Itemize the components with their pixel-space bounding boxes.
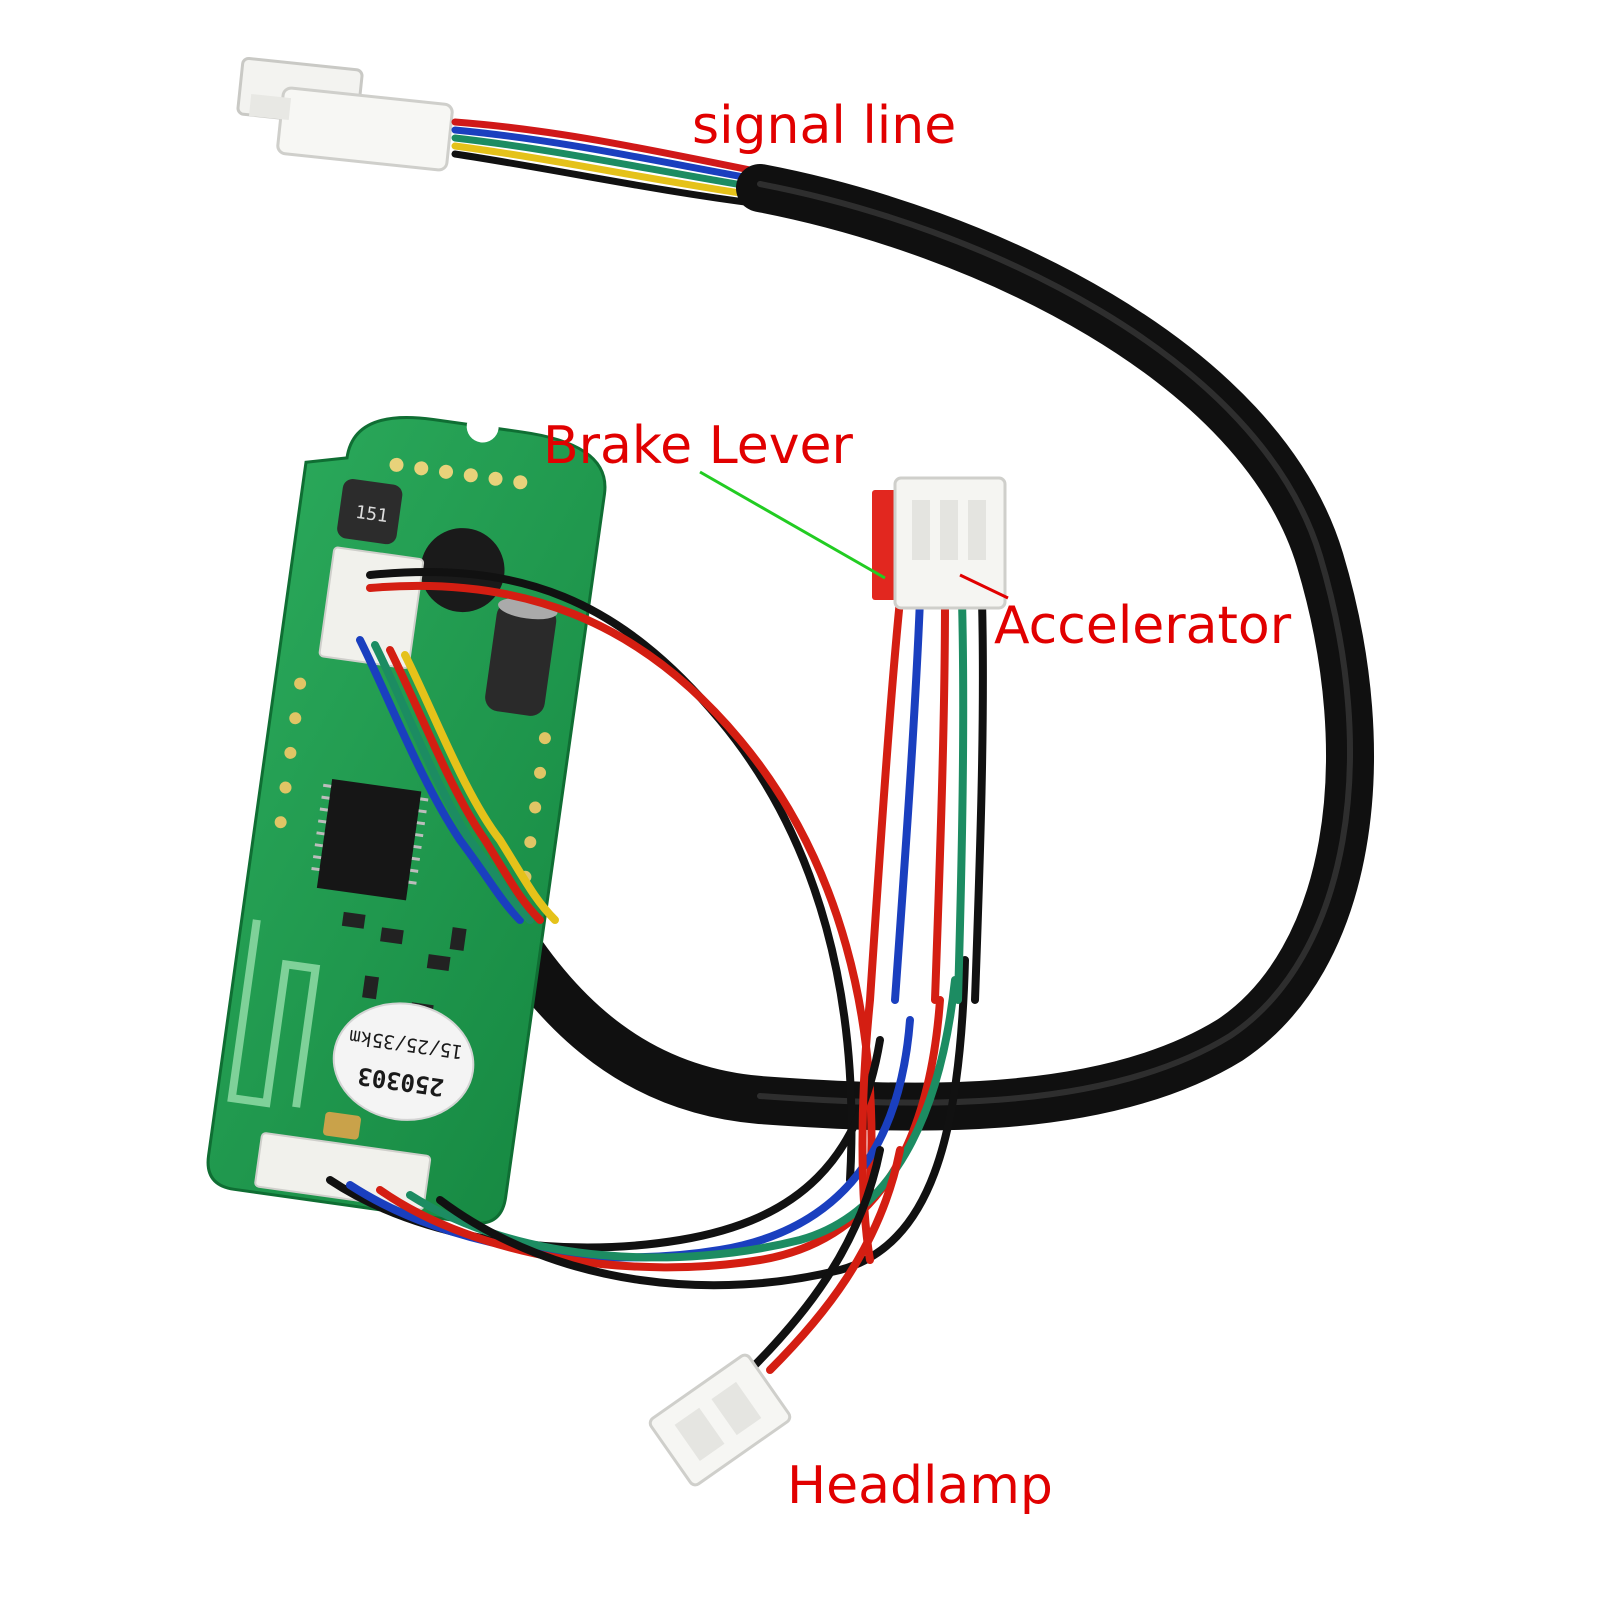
controller-pcb: 151 bbox=[206, 410, 607, 1225]
inductor-marking: 151 bbox=[354, 502, 389, 527]
brake-lever-leader bbox=[699, 470, 886, 580]
signal-wires bbox=[451, 118, 764, 208]
accelerator-wires bbox=[858, 596, 987, 1264]
brake-lever-label: Brake Lever bbox=[543, 416, 853, 476]
headlamp-connector bbox=[648, 1353, 792, 1487]
accelerator-label: Accelerator bbox=[994, 596, 1292, 656]
signal-line-connector bbox=[236, 56, 454, 172]
headlamp-wires bbox=[746, 1146, 904, 1374]
headlamp-label: Headlamp bbox=[787, 1456, 1053, 1516]
signal-line-label: signal line bbox=[692, 96, 957, 156]
board-sticker: 250303 15/25/35km bbox=[332, 1002, 475, 1121]
accelerator-leader bbox=[959, 573, 1009, 600]
board-bottom-wires bbox=[326, 956, 969, 1290]
brake-accelerator-connector bbox=[872, 476, 1007, 610]
